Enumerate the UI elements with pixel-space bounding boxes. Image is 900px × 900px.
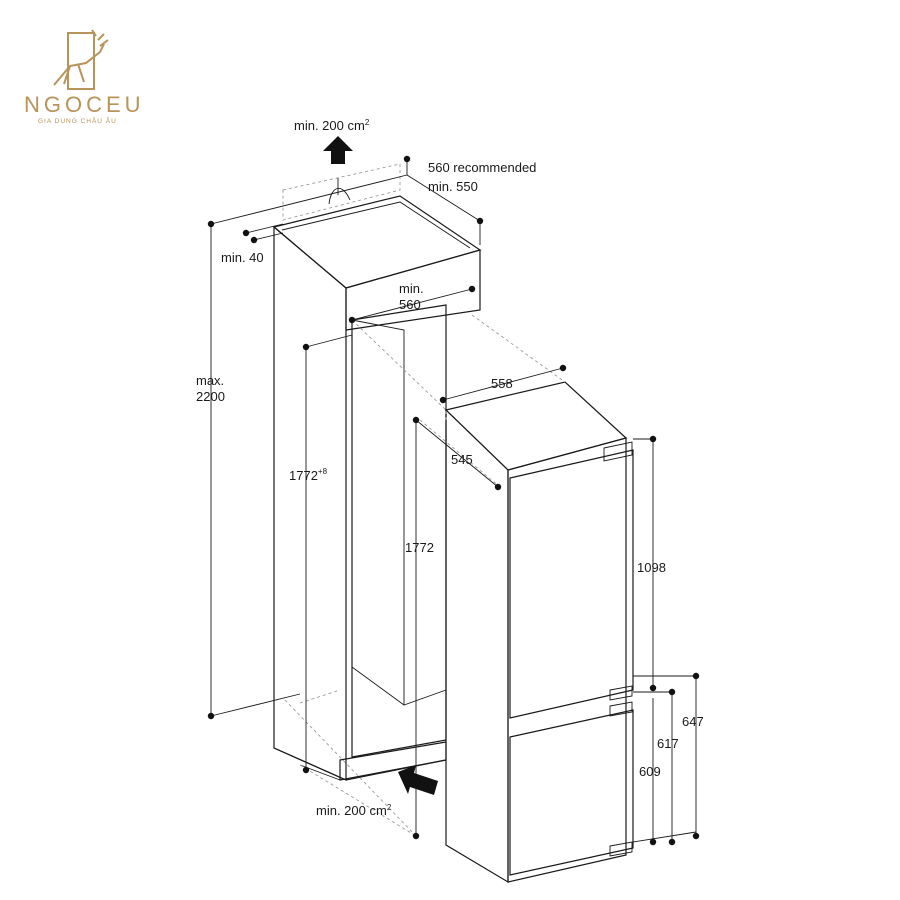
refrigerator — [444, 381, 634, 884]
niche-height-label: 1772+8 — [289, 467, 328, 483]
niche-cabinet — [272, 195, 482, 781]
deer-logo-icon — [53, 29, 109, 90]
dimension-lines — [210, 159, 697, 843]
brand-name: NGOCEU — [24, 92, 145, 117]
dim-647-label: 647 — [682, 714, 704, 729]
projection-guides — [284, 314, 566, 837]
top-gap-label: min. 40 — [221, 250, 264, 265]
dim-617-label: 617 — [657, 736, 679, 751]
appliance-width-label: 558 — [491, 376, 513, 391]
dimension-dots — [207, 155, 700, 846]
depth-min-label: min. 550 — [428, 179, 478, 194]
max-height-label-1: max. — [196, 373, 224, 388]
niche-width-label-1: min. — [399, 281, 424, 296]
max-height-label-2: 2200 — [196, 389, 225, 404]
airflow-up-arrow-icon — [323, 136, 353, 164]
brand-tagline: GIA DỤNG CHÂU ÂU — [38, 116, 117, 125]
appliance-height-label: 1772 — [405, 540, 434, 555]
bottom-vent-label: min. 200 cm2 — [316, 803, 392, 818]
top-vent-outline — [282, 163, 401, 221]
dim-609-label: 609 — [639, 764, 661, 779]
airflow-in-arrow-icon — [398, 765, 438, 795]
upper-door-height-label: 1098 — [637, 560, 666, 575]
appliance-depth-label: 545 — [451, 452, 473, 467]
niche-width-label-2: 560 — [399, 297, 421, 312]
brand-logo: NGOCEU GIA DỤNG CHÂU ÂU — [24, 29, 145, 125]
top-vent-label: min. 200 cm2 — [294, 118, 370, 133]
depth-recommended-label: 560 recommended — [428, 160, 536, 175]
